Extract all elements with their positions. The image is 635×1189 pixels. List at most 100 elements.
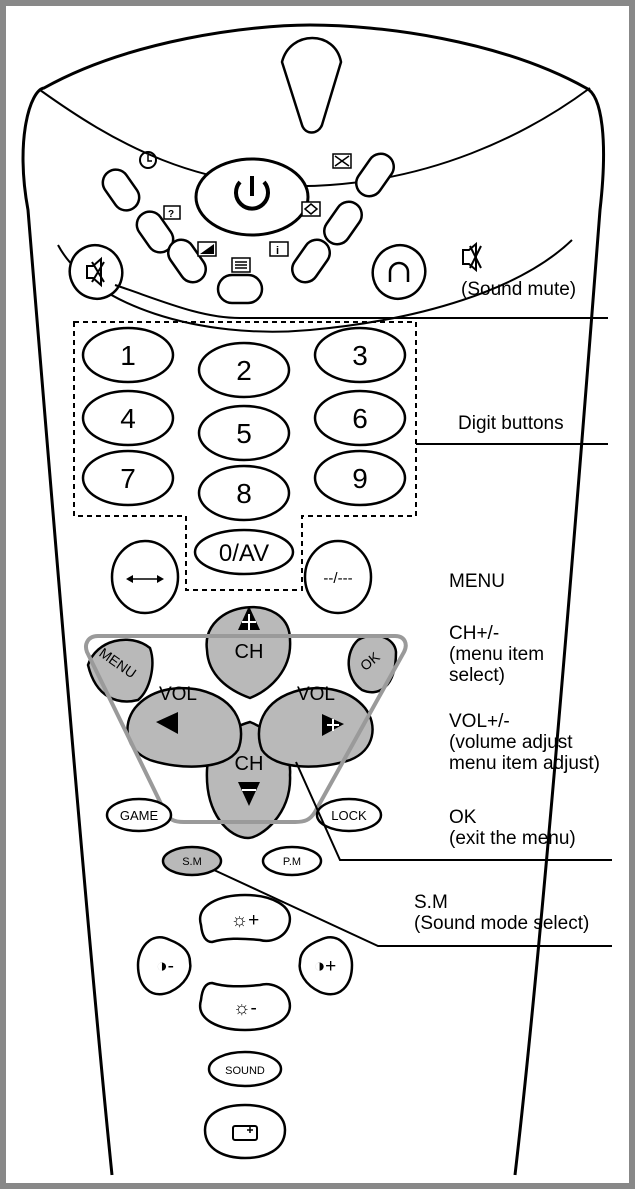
digit-button-1[interactable] — [81, 326, 175, 384]
brightness-up-button[interactable] — [198, 893, 292, 944]
power-button[interactable] — [194, 157, 310, 237]
swap-arrow-button[interactable] — [110, 539, 180, 615]
ch-callout-line3: select) — [449, 665, 505, 686]
lock-label: LOCK — [331, 808, 367, 823]
digit-label-3: 3 — [352, 340, 368, 371]
ch-down-arrow-icon — [238, 782, 260, 806]
digit-button-5[interactable] — [197, 404, 291, 462]
vol-up-label: VOL — [297, 684, 335, 705]
sm-button[interactable] — [161, 845, 223, 877]
ch-up-label: CH — [235, 641, 264, 663]
digit-button-7[interactable] — [81, 449, 175, 507]
game-button[interactable] — [105, 797, 173, 833]
pm-button[interactable] — [261, 845, 323, 877]
digit-label-1: 1 — [120, 340, 136, 371]
digit-button-3[interactable] — [313, 326, 407, 384]
vol-down-button[interactable] — [126, 686, 243, 768]
mute-callout-line — [114, 284, 608, 319]
ok-callout-line1: OK — [449, 807, 477, 828]
nav-highlight-frame — [84, 634, 408, 824]
dash-button[interactable] — [303, 539, 373, 615]
game-label: GAME — [120, 808, 159, 823]
ok-callout-line2: (exit the menu) — [449, 828, 576, 849]
digit-group-box — [73, 321, 417, 591]
brightness-up-label: ☼+ — [231, 910, 260, 931]
vol-callout-line1: VOL+/- — [449, 711, 510, 732]
picture-icon — [197, 241, 217, 257]
contrast-up-button[interactable] — [298, 936, 354, 996]
ch-callout-line2: (menu item — [449, 644, 545, 665]
pm-label: P.M — [283, 856, 301, 868]
lock-button[interactable] — [315, 797, 383, 833]
contrast-down-label: ◑- — [156, 956, 174, 977]
clock-icon — [139, 151, 157, 169]
brightness-down-label: ☼- — [233, 998, 257, 1019]
digit-button-9[interactable] — [313, 449, 407, 507]
vol-callout-line2: (volume adjust — [449, 732, 573, 753]
sm-callout-line1: S.M — [414, 892, 448, 913]
vol-up-button[interactable] — [257, 686, 374, 768]
teletext-button[interactable] — [216, 273, 264, 305]
help-icon: ? — [163, 205, 181, 220]
mute-icon — [86, 256, 105, 288]
headphone-button[interactable] — [363, 236, 435, 309]
swap-icon — [301, 201, 321, 217]
callout-mute-icon — [462, 241, 482, 273]
power-icon — [234, 176, 270, 211]
digit-button-2[interactable] — [197, 341, 291, 399]
contrast-up-label: ◑+ — [314, 956, 337, 977]
ch-up-arrow-icon — [238, 606, 260, 630]
zero-av-button[interactable] — [193, 528, 295, 576]
contrast-down-button[interactable] — [136, 936, 192, 996]
digit-label-4: 4 — [120, 403, 136, 434]
digit-button-8[interactable] — [197, 464, 291, 522]
zoom-icon — [332, 153, 352, 169]
digit-button-4[interactable] — [81, 389, 175, 447]
ch-down-label: CH — [235, 753, 264, 775]
swap-button[interactable] — [319, 197, 367, 250]
ok-callout-line — [295, 761, 612, 861]
top-arc-separator — [39, 87, 591, 188]
digit-label-2: 2 — [236, 355, 252, 386]
digit-buttons: 1 2 3 4 5 6 7 8 9 — [81, 326, 407, 522]
svg-text:?: ? — [168, 209, 174, 220]
digit-label-7: 7 — [120, 463, 136, 494]
info-icon: i — [269, 241, 289, 257]
brightness-down-button[interactable] — [198, 981, 292, 1032]
sm-callout-line2: (Sound mode select) — [414, 913, 590, 934]
digit-label-9: 9 — [352, 463, 368, 494]
ch-up-button[interactable] — [205, 605, 292, 700]
digit-button-6[interactable] — [313, 389, 407, 447]
dash-label: --/--- — [323, 570, 352, 587]
mute-callout-text: (Sound mute) — [461, 279, 577, 300]
digit-label-6: 6 — [352, 403, 368, 434]
digit-label-8: 8 — [236, 478, 252, 509]
svg-text:i: i — [276, 245, 279, 257]
digit-label-5: 5 — [236, 418, 252, 449]
digit-buttons-label: Digit buttons — [458, 413, 564, 434]
zero-av-label: 0/AV — [219, 540, 269, 567]
pip-icon — [232, 1125, 258, 1141]
vol-up-arrow-icon — [322, 714, 344, 736]
zoom-button[interactable] — [351, 149, 399, 202]
menu-callout-label: MENU — [449, 571, 505, 592]
mute-button[interactable] — [60, 236, 132, 309]
top-notch — [280, 36, 343, 134]
sm-callout-line — [213, 869, 612, 947]
double-arrow-icon — [126, 575, 164, 583]
teletext-icon — [231, 257, 251, 273]
headphone-icon — [388, 261, 410, 282]
vol-down-label: VOL — [159, 684, 197, 705]
callout-lines — [114, 284, 612, 947]
vol-down-arrow-icon — [156, 712, 178, 734]
vol-callout-line3: menu item adjust) — [449, 753, 601, 774]
sound-button[interactable] — [207, 1050, 283, 1088]
info-button[interactable] — [287, 235, 335, 288]
ch-callout-line1: CH+/- — [449, 623, 500, 644]
sm-label: S.M — [182, 856, 202, 868]
timer-button[interactable] — [98, 165, 145, 216]
sound-label: SOUND — [225, 1065, 265, 1077]
